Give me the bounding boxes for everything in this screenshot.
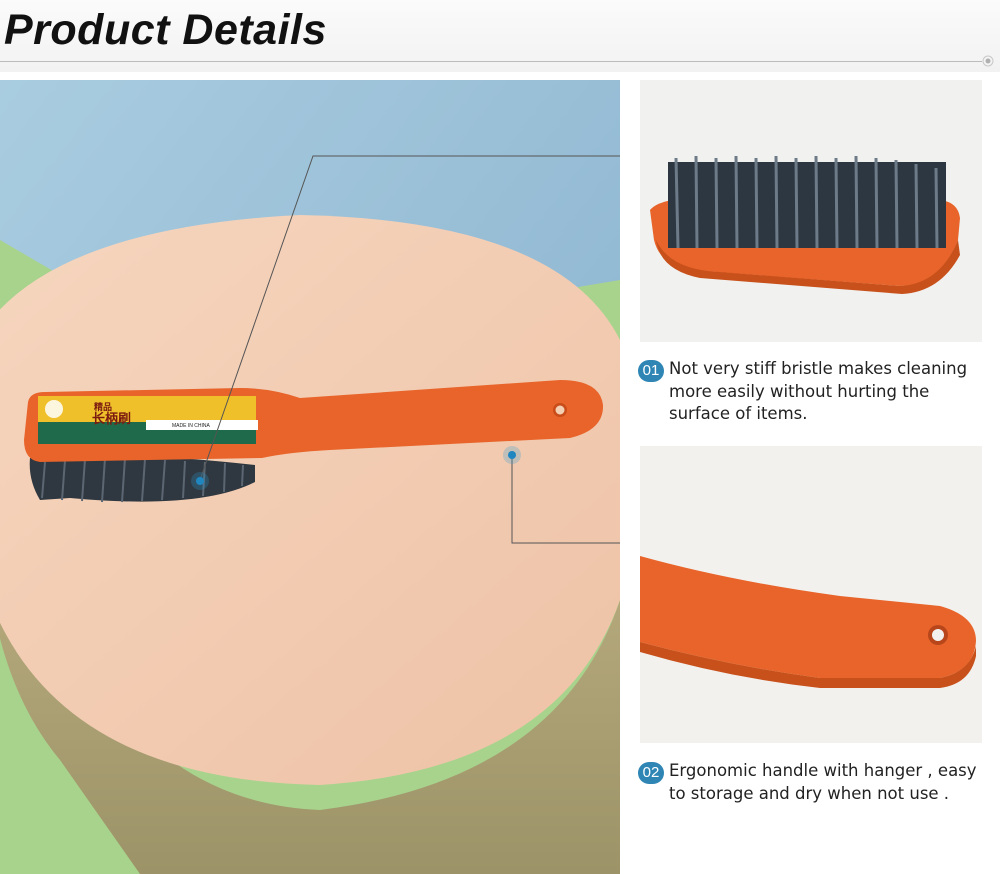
label-made-in: MADE IN CHINA xyxy=(172,423,210,429)
callout-lines xyxy=(199,155,620,544)
bristle-closeup-photo xyxy=(640,80,982,342)
feature-number-badge-2: 02 xyxy=(638,762,664,784)
product-label: 精品 长柄刷 MADE IN CHINA xyxy=(38,396,258,444)
main-photo-illustration: 精品 长柄刷 MADE IN CHINA xyxy=(0,80,620,874)
header-divider xyxy=(0,61,982,62)
brush-bristles xyxy=(29,455,255,503)
target-dot-icon xyxy=(982,55,994,67)
page-title: Product Details xyxy=(4,6,327,54)
main-product-photo: 精品 长柄刷 MADE IN CHINA xyxy=(0,80,620,874)
feature-text-2: Ergonomic handle with hanger , easy to s… xyxy=(669,761,977,803)
page-header: Product Details xyxy=(0,0,1000,72)
feature-text-1: Not very stiff bristle makes cleaning mo… xyxy=(669,359,968,423)
label-cn-1: 精品 xyxy=(94,401,112,413)
feature-number-badge-1: 01 xyxy=(638,360,664,382)
callout-dot-handle xyxy=(503,446,521,464)
pedestal-side xyxy=(0,432,620,874)
label-cn-2: 长柄刷 xyxy=(92,411,131,427)
handle-closeup-photo xyxy=(640,446,982,743)
pedestal-top xyxy=(0,215,620,785)
callout-dot-bristle xyxy=(191,472,209,490)
